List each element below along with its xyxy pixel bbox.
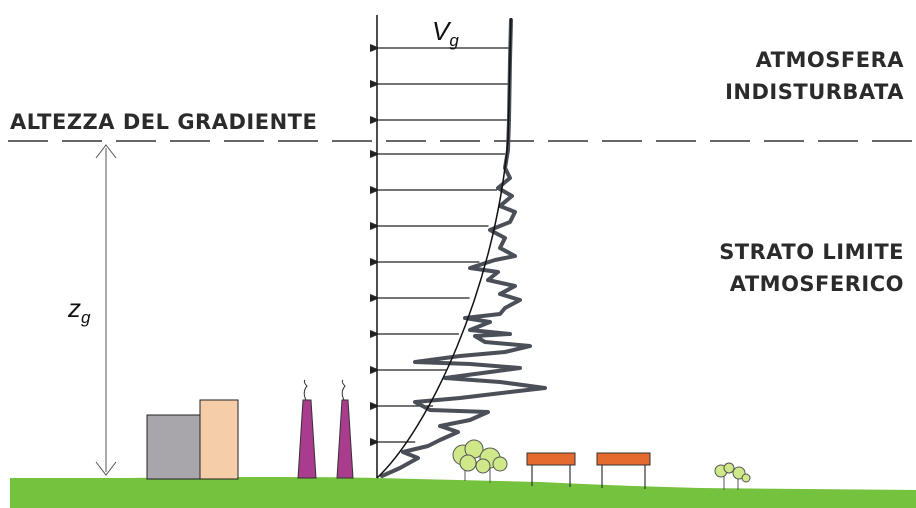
zg-arrow-top	[95, 144, 117, 159]
velocity-symbol-main: V	[432, 16, 450, 46]
turbulent-profile-line	[380, 18, 547, 478]
boundary-line-2: ATMOSFERICO	[729, 272, 904, 296]
pavilion-right	[596, 452, 651, 489]
velocity-gradient-symbol: Vg	[432, 16, 459, 51]
tree-group-center	[452, 439, 508, 483]
gradient-height-symbol: zg	[68, 293, 90, 328]
ground	[10, 477, 916, 508]
chimney-smoke-right	[341, 379, 346, 401]
gray-building	[146, 414, 201, 480]
undisturbed-line-1: ATMOSFERA	[755, 48, 904, 72]
mean-profile-curve	[376, 17, 512, 479]
boundary-layer-label: STRATO LIMITE ATMOSFERICO	[719, 236, 904, 300]
chimney-left	[297, 399, 317, 479]
gradient-height-label: ALTEZZA DEL GRADIENTE	[10, 110, 318, 134]
velocity-arrows	[370, 44, 511, 446]
undisturbed-line-2: INDISTURBATA	[725, 80, 904, 104]
chimney-smoke-left	[303, 379, 308, 401]
undisturbed-atmosphere-label: ATMOSFERA INDISTURBATA	[725, 44, 904, 108]
tree-group-right	[714, 462, 751, 490]
height-symbol-sub: g	[81, 308, 91, 327]
velocity-symbol-sub: g	[449, 31, 459, 50]
height-symbol-main: z	[68, 293, 81, 323]
boundary-line-1: STRATO LIMITE	[719, 240, 904, 264]
pavilion-left	[526, 452, 576, 487]
peach-building	[199, 399, 239, 480]
zg-arrow-bottom	[95, 461, 117, 476]
chimney-right	[336, 399, 354, 479]
